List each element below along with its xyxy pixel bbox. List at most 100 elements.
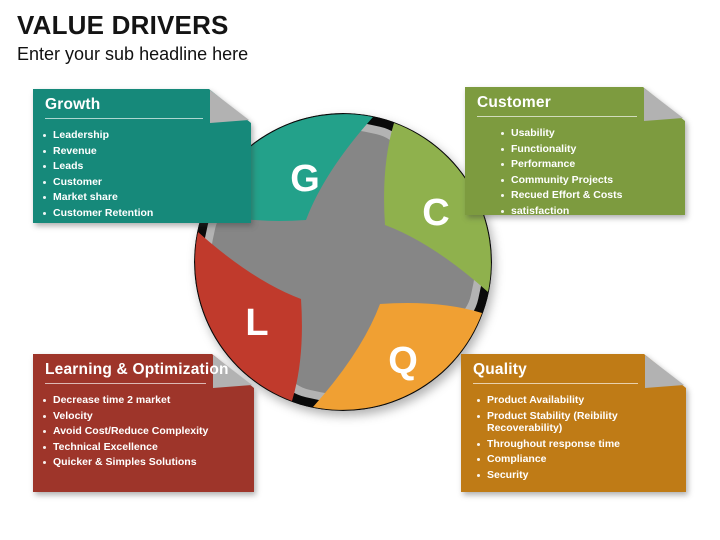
bullet-dot-icon: [477, 414, 480, 418]
bullet-item: Market share: [43, 191, 237, 204]
bullet-dot-icon: [43, 399, 46, 402]
letter-q: Q: [388, 340, 418, 382]
bullet-text: Decrease time 2 market: [53, 394, 171, 406]
fold-flap: [645, 355, 684, 388]
bullet-dot-icon: [477, 458, 480, 461]
bullet-item: Functionality: [501, 143, 671, 156]
bullet-text: Product Stability (Reibility Recoverabil…: [487, 409, 618, 435]
bullet-dot-icon: [43, 430, 46, 433]
bullet-text: Velocity: [53, 409, 93, 422]
bullet-text: Compliance: [487, 453, 547, 465]
card-title-underline: [473, 383, 638, 384]
bullet-item: Avoid Cost/Reduce Complexity: [43, 425, 240, 438]
bullet-dot-icon: [43, 414, 46, 418]
slide-subtitle: Enter your sub headline here: [17, 44, 249, 64]
bullet-text: Throughout response time: [487, 437, 621, 450]
bullet-dot-icon: [43, 445, 46, 449]
learning-card-content: Learning & Optimization Decrease time 2 …: [33, 354, 254, 492]
bullet-dot-icon: [43, 196, 46, 199]
bullet-text: Technical Excellence: [53, 440, 158, 453]
bullet-text: Security: [487, 468, 529, 481]
bullet-item: Leadership: [43, 129, 237, 142]
card-title-underline: [45, 383, 206, 384]
bullet-item: Technical Excellence: [43, 441, 240, 454]
bullet-text: Quicker & Simples Solutions: [53, 456, 197, 468]
petal-learning: [195, 232, 302, 401]
cross-horizontal-arm: [211, 198, 475, 326]
fold-flap: [210, 90, 249, 123]
bullet-text: Leadership: [53, 129, 110, 141]
bullet-text: satisfaction: [511, 204, 570, 217]
bullet-item: Leads: [43, 160, 237, 173]
bullet-item: Decrease time 2 market: [43, 394, 240, 407]
bullet-text: Performance: [511, 158, 576, 170]
bullet-text: Usability: [511, 127, 555, 139]
bullet-dot-icon: [43, 165, 46, 168]
value-drivers-sphere: G C L Q: [194, 113, 492, 411]
slide-title: VALUE DRIVERS: [17, 10, 229, 40]
card-title: Customer: [477, 94, 551, 111]
bullet-item: Customer Retention: [43, 207, 237, 220]
bullet-text: Avoid Cost/Reduce Complexity: [53, 425, 209, 437]
card-title-underline: [477, 116, 637, 117]
folded-corner-icon: [644, 88, 683, 121]
bullet-item: Compliance: [477, 453, 672, 466]
letter-g: G: [290, 158, 320, 200]
bullet-item: Performance: [501, 158, 671, 171]
petal-customer: [384, 123, 491, 292]
bullet-item: Revenue: [43, 145, 237, 158]
card-title-underline: [45, 118, 203, 119]
bullet-dot-icon: [501, 147, 504, 151]
bullet-item: Quicker & Simples Solutions: [43, 456, 240, 469]
bullet-dot-icon: [501, 209, 504, 213]
card-title: Learning & Optimization: [45, 361, 229, 378]
card-title: Growth: [45, 96, 101, 113]
letter-c: C: [422, 192, 449, 234]
bullet-dot-icon: [43, 180, 46, 184]
cross-icon: [211, 130, 475, 394]
bullet-dot-icon: [477, 442, 480, 446]
bullet-dot-icon: [477, 399, 480, 402]
bullet-item: Throughout response time: [477, 438, 672, 451]
bullet-dot-icon: [43, 149, 46, 153]
bullet-dot-icon: [501, 132, 504, 135]
bullet-item: Community Projects: [501, 174, 671, 187]
bullet-item: Recued Effort & Costs: [501, 189, 671, 202]
bullet-text: Market share: [53, 191, 118, 203]
fold-flap: [213, 355, 252, 388]
learning-card: Learning & Optimization Decrease time 2 …: [33, 354, 254, 492]
bullet-text: Revenue: [53, 144, 97, 157]
bullet-item: Security: [477, 469, 672, 482]
bullet-item: Product Stability (Reibility Recoverabil…: [477, 410, 672, 435]
bullet-text: Recued Effort & Costs: [511, 189, 623, 201]
letter-l: L: [245, 302, 268, 344]
bullet-text: Customer: [53, 175, 103, 188]
bullet-text: Community Projects: [511, 173, 614, 186]
bullet-item: Velocity: [43, 410, 240, 423]
bullet-dot-icon: [43, 461, 46, 464]
fold-flap: [644, 88, 683, 121]
bullet-dot-icon: [43, 134, 46, 137]
bullet-text: Customer Retention: [53, 206, 154, 219]
folded-corner-icon: [213, 355, 252, 388]
bullet-dot-icon: [501, 194, 504, 197]
bullet-text: Leads: [53, 160, 84, 172]
bullet-item: Usability: [501, 127, 671, 140]
card-title: Quality: [473, 361, 527, 378]
bullet-dot-icon: [43, 211, 46, 215]
bullet-item: Customer: [43, 176, 237, 189]
bullet-dot-icon: [501, 178, 504, 182]
folded-corner-icon: [645, 355, 684, 388]
bullet-text: Functionality: [511, 142, 577, 155]
